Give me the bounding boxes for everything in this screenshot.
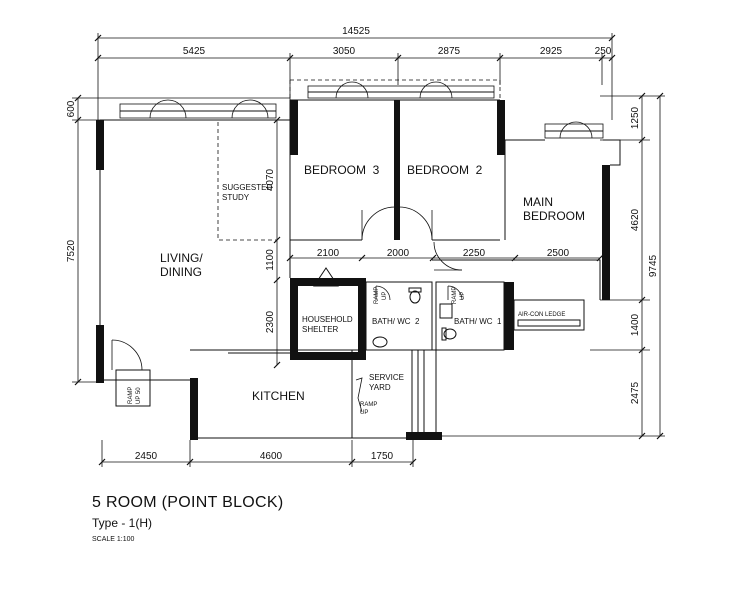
dim-right-1: 1250: [630, 106, 641, 129]
label-service-2: YARD: [369, 383, 391, 392]
walls: [96, 81, 621, 440]
label-bath-2: BATH/ WC 2: [372, 317, 420, 326]
dim-top-5: 250: [595, 46, 612, 57]
dim-inner-left-2: 1100: [265, 249, 276, 271]
label-aircon: AIR-CON LEDGE: [518, 312, 565, 318]
dim-top-1: 5425: [183, 46, 206, 57]
label-bedroom-3: BEDROOM 3: [304, 163, 380, 177]
ramp-bath2-val: UP: [382, 292, 388, 300]
ramp-entry: RAMP: [128, 387, 134, 404]
dim-right-total: 9745: [648, 254, 659, 277]
dim-left-2: 7520: [66, 239, 77, 262]
dimension-labels: 14525 5425 3050 2875 2925 250 2100 2000 …: [66, 26, 659, 462]
dim-inner-left-1: 4070: [265, 168, 276, 191]
ramp-service-val: UP: [360, 410, 368, 416]
dim-top-4: 2925: [540, 46, 563, 57]
dim-inner-4: 2500: [547, 248, 570, 259]
ramp-bath1-val: UP: [460, 292, 466, 300]
label-main-bedroom-1: MAIN: [523, 195, 553, 209]
label-study-2: STUDY: [222, 193, 250, 202]
label-study-1: SUGGESTED: [222, 183, 272, 192]
dim-bottom-1: 2450: [135, 451, 158, 462]
label-shelter-2: SHELTER: [302, 325, 339, 334]
dim-inner-left-3: 2300: [265, 310, 276, 333]
label-living-1: LIVING/: [160, 251, 203, 265]
room-labels: BEDROOM 3 BEDROOM 2 MAIN BEDROOM LIVING/…: [128, 163, 585, 416]
ramp-service: RAMP: [360, 402, 377, 408]
label-service-1: SERVICE: [369, 373, 404, 382]
ramp-bath1: RAMP: [452, 287, 458, 304]
dim-inner-2: 2000: [387, 248, 410, 259]
plan-type: Type - 1(H): [92, 516, 153, 530]
dim-overall: 14525: [342, 26, 370, 37]
dim-right-2: 4620: [630, 208, 641, 231]
label-kitchen: KITCHEN: [252, 389, 305, 403]
dim-top-2: 3050: [333, 46, 356, 57]
ramp-entry-val: UP 50: [136, 387, 142, 404]
title-block: 5 ROOM (POINT BLOCK) Type - 1(H) SCALE 1…: [92, 494, 284, 543]
plan-scale: SCALE 1:100: [92, 536, 135, 543]
plan-title: 5 ROOM (POINT BLOCK): [92, 494, 284, 511]
label-bath-1: BATH/ WC 1: [454, 317, 502, 326]
dim-inner-3: 2250: [463, 248, 486, 259]
dim-top-3: 2875: [438, 46, 461, 57]
label-main-bedroom-2: BEDROOM: [523, 209, 585, 223]
dim-bottom-2: 4600: [260, 451, 283, 462]
dim-bottom-3: 1750: [371, 451, 394, 462]
dimension-lines: [72, 33, 665, 467]
label-bedroom-2: BEDROOM 2: [407, 163, 483, 177]
dim-left-1: 600: [66, 100, 77, 117]
floor-plan: 14525 5425 3050 2875 2925 250 2100 2000 …: [66, 26, 665, 467]
label-living-2: DINING: [160, 265, 202, 279]
dim-inner-1: 2100: [317, 248, 340, 259]
dim-right-3: 1400: [630, 313, 641, 336]
ramp-bath2: RAMP: [374, 287, 380, 304]
dim-right-4: 2475: [630, 381, 641, 404]
label-shelter-1: HOUSEHOLD: [302, 315, 353, 324]
